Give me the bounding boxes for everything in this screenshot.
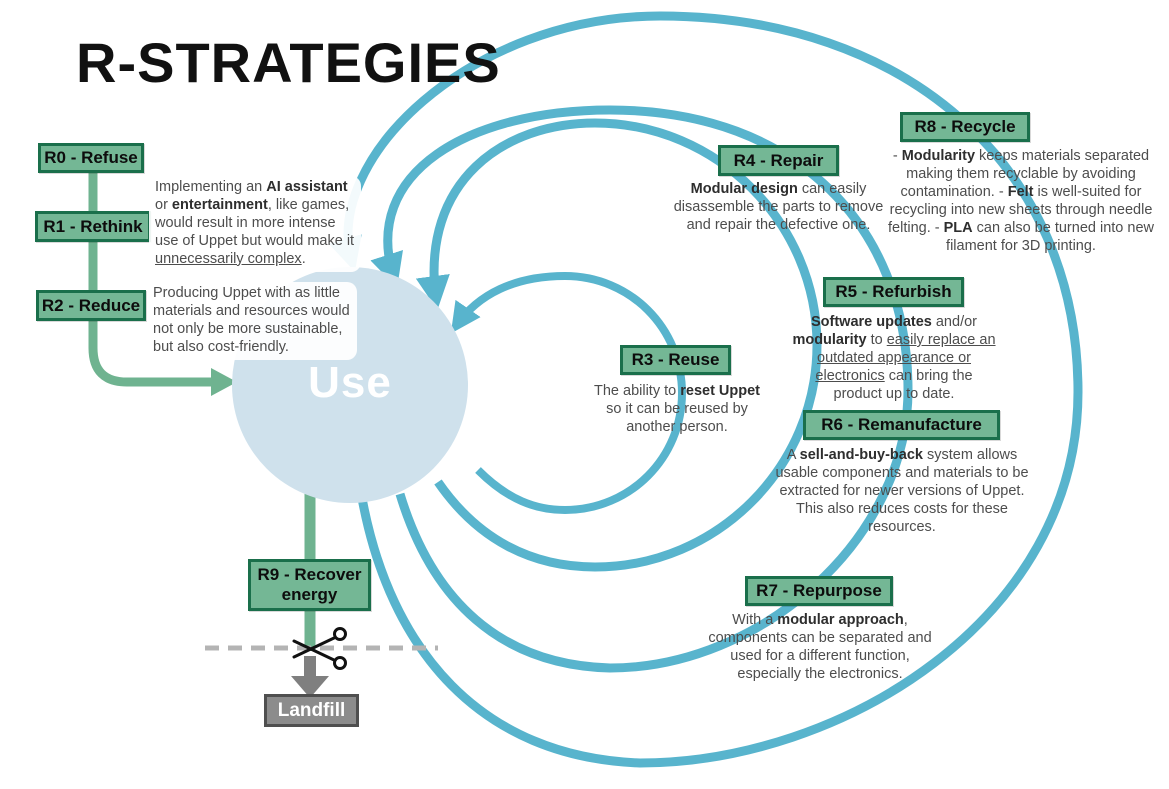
r1-rethink-box: R1 - Rethink bbox=[35, 211, 151, 242]
reduce-to-use-arrowhead bbox=[211, 368, 237, 396]
r2-reduce-description: Producing Uppet with as little materials… bbox=[147, 282, 357, 360]
r6-remanufacture-description: A sell-and-buy-back system allows usable… bbox=[775, 447, 1029, 535]
r6-remanufacture-box: R6 - Remanufacture bbox=[803, 410, 1000, 440]
loop-r3-arc bbox=[450, 271, 687, 515]
r5-refurbish-description: Software updates and/or modularity to ea… bbox=[792, 314, 996, 402]
r1-rethink-description: Implementing an AI assistant or entertai… bbox=[149, 176, 361, 272]
refuse-rethink-reduce-connector bbox=[88, 158, 211, 387]
r2-reduce-box: R2 - Reduce bbox=[36, 290, 146, 321]
loop-r8-arc bbox=[328, 11, 1083, 768]
r5-refurbish-box: R5 - Refurbish bbox=[823, 277, 964, 307]
use-circle-label: Use bbox=[308, 358, 392, 407]
loop-r4-arc bbox=[415, 118, 822, 572]
r0-refuse-box: R0 - Refuse bbox=[38, 143, 144, 173]
r3-reuse-description: The ability to reset Uppet so it can be … bbox=[593, 383, 761, 435]
loop-r5-r6-r7-arc bbox=[370, 105, 913, 673]
scissors-icon bbox=[292, 627, 347, 670]
to-landfill-arrowhead bbox=[291, 676, 329, 698]
r8-recycle-box: R8 - Recycle bbox=[900, 112, 1030, 142]
r9-recover-energy-box: R9 - Recover energy bbox=[248, 559, 371, 611]
r4-repair-box: R4 - Repair bbox=[718, 145, 839, 176]
r8-recycle-description: - Modularity keeps materials separated m… bbox=[888, 148, 1154, 254]
r7-repurpose-box: R7 - Repurpose bbox=[745, 576, 893, 606]
r4-repair-description: Modular design can easily disassemble th… bbox=[673, 181, 884, 233]
r7-repurpose-description: With a modular approach, components can … bbox=[708, 612, 932, 682]
r3-reuse-box: R3 - Reuse bbox=[620, 345, 731, 375]
landfill-box: Landfill bbox=[264, 694, 359, 727]
page-title: R-STRATEGIES bbox=[76, 31, 501, 94]
